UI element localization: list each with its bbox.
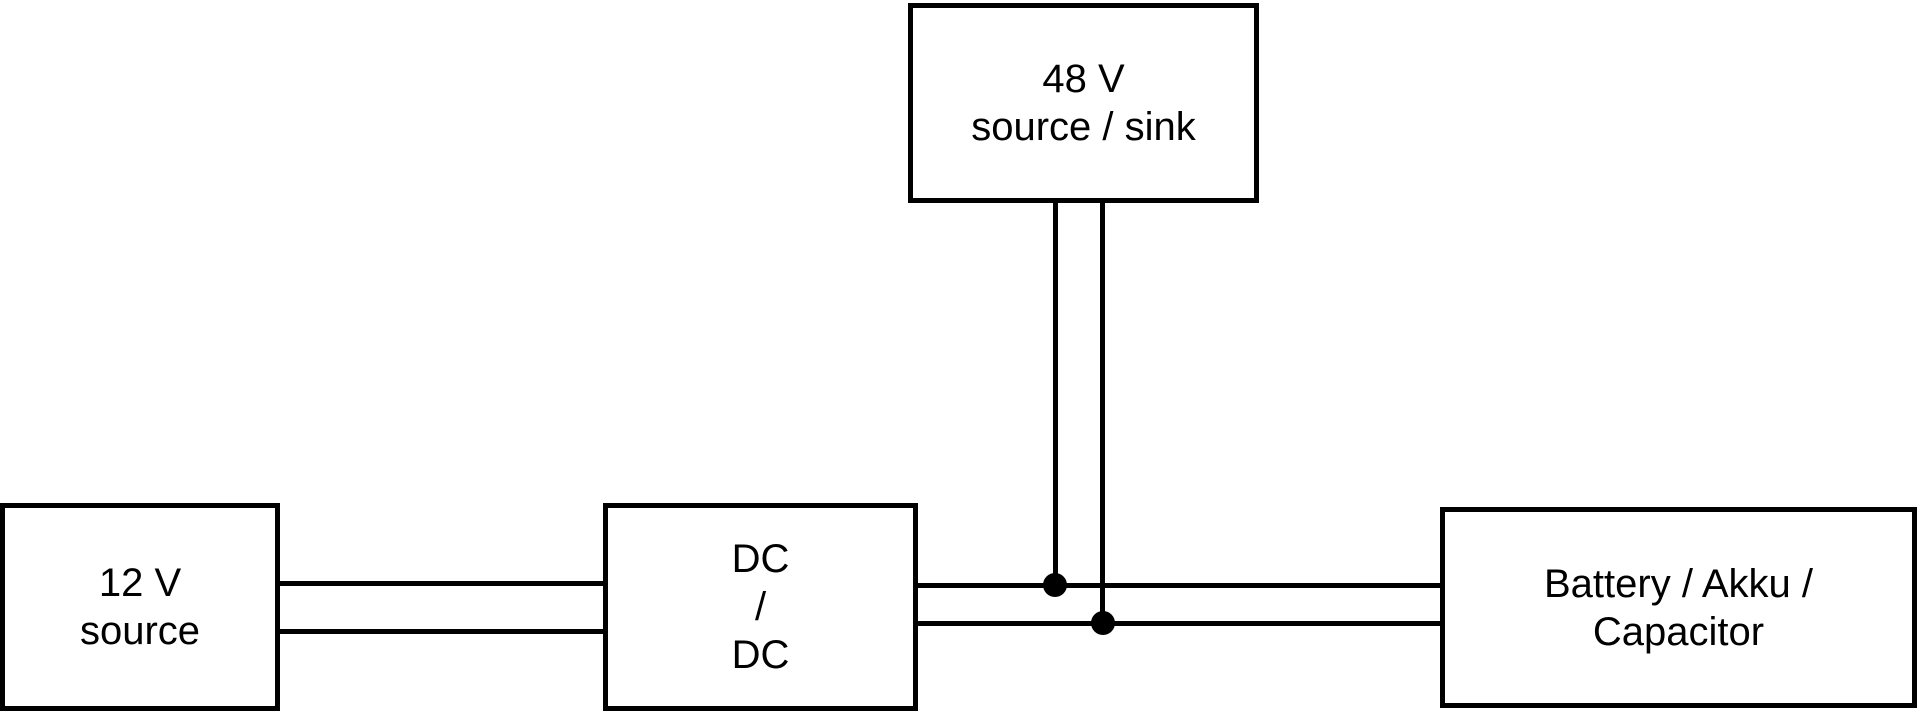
junction-dot-upper-bus [1043,573,1067,597]
node-dc-dc-converter: DC / DC [603,503,918,711]
junction-dot-lower-bus [1091,611,1115,635]
node-48v-source-sink: 48 V source / sink [908,3,1259,203]
node-12v-label-line1: 12 V [98,561,182,605]
node-dcdc-label-line1: DC [731,537,790,581]
node-12v-source: 12 V source [0,503,280,711]
node-12v-label-line2: source [79,609,201,653]
node-battery-akku-capacitor: Battery / Akku / Capacitor [1440,507,1917,708]
node-48v-label-line2: source / sink [971,105,1196,149]
wire-dcdc-to-battery-bottom [915,621,1443,626]
node-dcdc-label-line2: / [754,585,767,629]
node-dcdc-label-line3: DC [731,633,790,677]
node-battery-label-line1: Battery / Akku / [1543,561,1813,606]
node-battery-label-line2: Capacitor [1592,609,1765,654]
wire-12v-to-dcdc-bottom [276,629,606,634]
wire-48v-drop-right [1100,200,1105,626]
wire-12v-to-dcdc-top [276,581,606,586]
wire-48v-drop-left [1053,200,1058,588]
wire-dcdc-to-battery-top [915,583,1443,588]
node-48v-label-line1: 48 V [1042,57,1125,101]
